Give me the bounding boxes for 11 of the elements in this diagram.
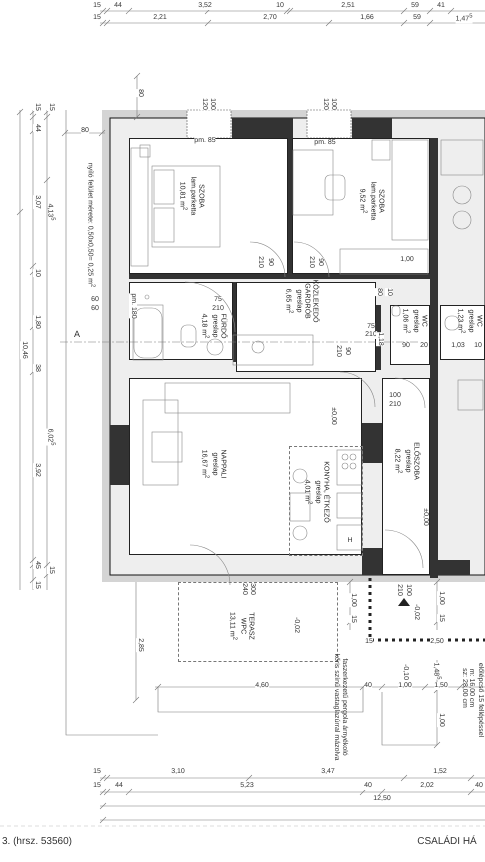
room-outline — [129, 138, 288, 274]
room-outline — [440, 305, 485, 360]
footer-text: CSALÁDI HÁ — [417, 836, 477, 848]
room-outline — [382, 378, 430, 575]
room-outline — [129, 378, 362, 555]
footer-text: 3. (hrsz. 53560) — [2, 836, 72, 848]
room-outline — [390, 305, 430, 365]
section-marker: A — [74, 330, 80, 338]
room-outline — [292, 138, 430, 274]
room-outline — [236, 282, 376, 372]
room-outline — [129, 282, 233, 360]
